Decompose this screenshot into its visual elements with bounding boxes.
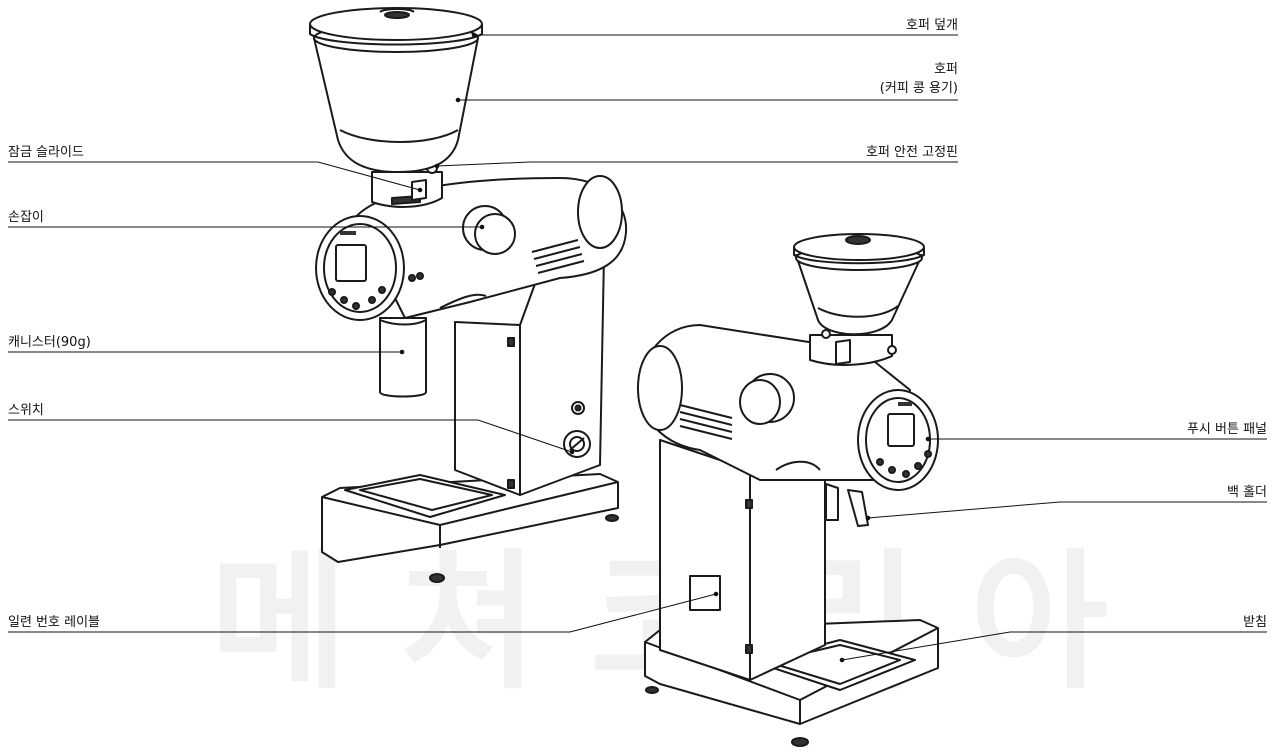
label-tray: 받침: [1243, 615, 1267, 630]
label-push-button-panel: 푸시 버튼 패널: [1186, 422, 1267, 437]
leader-hopper-safety-pin: [434, 161, 958, 169]
label-lock-slide: 잠금 슬라이드: [8, 145, 84, 160]
label-serial-label: 일련 번호 레이블: [8, 615, 100, 630]
leader-bag-holder: [865, 501, 1267, 521]
label-hopper-line1: 호퍼: [934, 62, 958, 77]
leader-canister: [8, 349, 405, 355]
label-handle: 손잡이: [8, 210, 44, 225]
label-bag-holder: 백 홀더: [1226, 485, 1267, 500]
leader-serial-label: [8, 591, 719, 633]
leader-push-button-panel: [925, 436, 1267, 442]
grinder-front-view: [309, 7, 628, 583]
leader-switch: [8, 419, 575, 455]
leader-hopper-lid: [471, 32, 958, 38]
grinder-rear-view: [637, 233, 939, 747]
leader-handle: [8, 224, 485, 230]
label-switch: 스위치: [8, 403, 44, 418]
leader-hopper: [455, 97, 958, 103]
label-hopper-safety-pin: 호퍼 안전 고정핀: [866, 145, 958, 160]
label-canister: 캐니스터(90g): [8, 335, 91, 350]
label-hopper-line2: (커피 콩 용기): [879, 81, 958, 96]
label-hopper-lid: 호퍼 덮개: [906, 18, 958, 33]
leader-lock-slide: [8, 161, 423, 193]
leader-tray: [839, 631, 1267, 663]
